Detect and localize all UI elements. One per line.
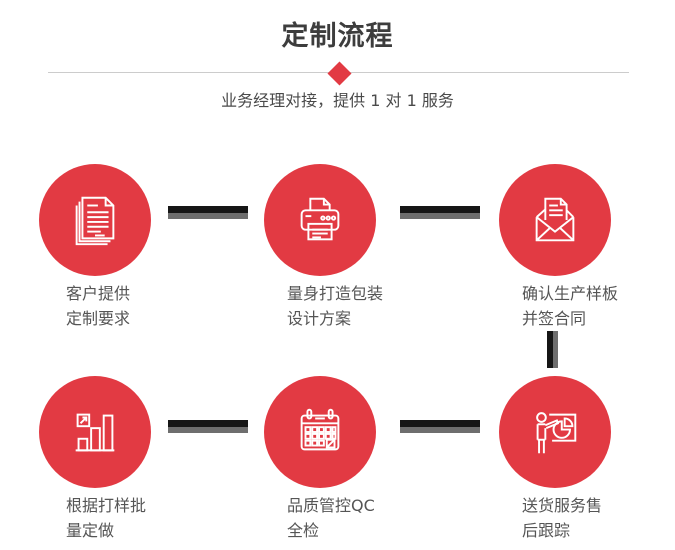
printer-icon [291, 191, 349, 249]
step-label-5: 品质管控QC 全检 [287, 493, 375, 543]
connector-step1-step2 [168, 206, 248, 219]
step-label-6: 送货服务售 后跟踪 [522, 493, 602, 543]
step-circle-2 [264, 164, 376, 276]
step-label-line: 送货服务售 [522, 496, 603, 515]
presentation-icon [526, 403, 584, 461]
step-label-4: 根据打样批 量定做 [66, 493, 146, 543]
step-circle-4 [39, 376, 151, 488]
step-label-line: 根据打样批 [66, 496, 147, 515]
diamond-icon [327, 61, 352, 86]
step-label-line: 品质管控QC [287, 496, 375, 515]
connector-step5-step6 [400, 420, 480, 433]
connector-step4-step5 [168, 420, 248, 433]
connector-step2-step3 [400, 206, 480, 219]
step-label-line: 量身打造包装 [287, 284, 384, 303]
step-label-1: 客户提供 定制要求 [66, 281, 130, 331]
step-circle-1 [39, 164, 151, 276]
step-label-line: 定制要求 [66, 309, 131, 328]
step-circle-5 [264, 376, 376, 488]
step-label-line: 确认生产样板 [522, 284, 619, 303]
step-label-line: 量定做 [66, 521, 115, 540]
connector-step3-step6 [547, 331, 558, 368]
page-title: 定制流程 [281, 21, 394, 52]
envelope-icon [526, 191, 584, 249]
step-label-line: 设计方案 [287, 309, 352, 328]
step-label-line: 全检 [287, 521, 320, 540]
subtitle: 业务经理对接，提供 1 对 1 服务 [221, 91, 454, 110]
documents-icon [66, 191, 124, 249]
step-label-line: 并签合同 [522, 309, 587, 328]
step-label-line: 后跟踪 [522, 521, 571, 540]
step-label-2: 量身打造包装 设计方案 [287, 281, 383, 331]
step-label-line: 客户提供 [66, 284, 131, 303]
step-circle-3 [499, 164, 611, 276]
step-label-3: 确认生产样板 并签合同 [522, 281, 618, 331]
calendar-icon [291, 403, 349, 461]
bar-chart-icon [66, 403, 124, 461]
step-circle-6 [499, 376, 611, 488]
